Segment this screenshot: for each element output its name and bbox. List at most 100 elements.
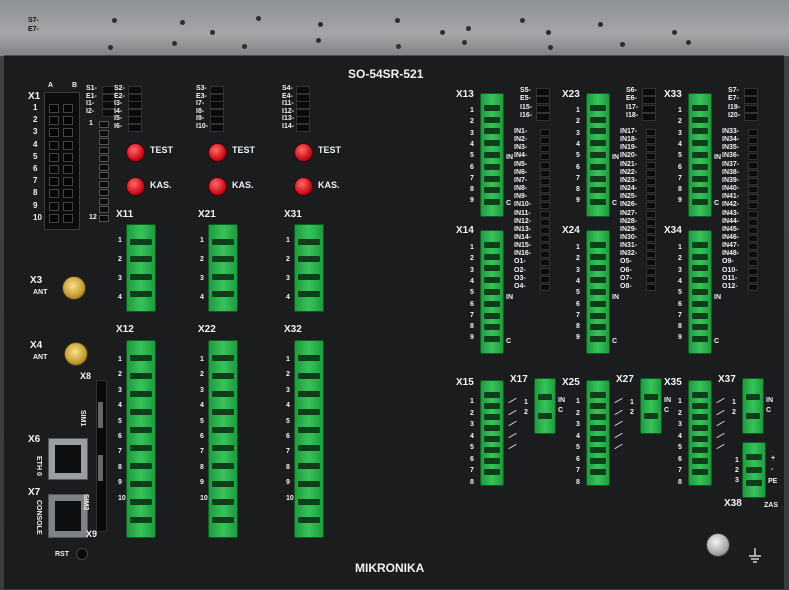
connector-row-number: 2 (118, 371, 122, 379)
terminal-block-X17[interactable] (534, 378, 556, 434)
dip-switch[interactable] (642, 96, 656, 105)
connector-row-number: 2 (286, 371, 290, 379)
terminal-block-X15[interactable] (480, 380, 504, 486)
x1-pin-a (49, 189, 59, 199)
dip-switch[interactable] (744, 96, 758, 105)
connector-label: X31 (284, 209, 302, 220)
x1-side-pin (99, 180, 109, 188)
terminal-block-X37[interactable] (742, 378, 764, 434)
input-indicator (540, 202, 550, 210)
terminal-block-X35[interactable] (688, 380, 712, 486)
terminal-block-X32[interactable] (294, 340, 324, 538)
x38-pe: PE (768, 478, 778, 485)
kas-indicator[interactable] (294, 177, 313, 196)
terminal-block-X11[interactable] (126, 224, 156, 312)
connector-row-number: 5 (200, 417, 204, 425)
input-indicator (646, 275, 656, 283)
input-label: IN30- (620, 233, 638, 241)
terminal-block-X13[interactable] (480, 93, 504, 217)
x1-pin-b (63, 128, 73, 138)
terminal-block-X27[interactable] (640, 378, 662, 434)
dip-switch[interactable] (210, 123, 224, 132)
dip-switch[interactable] (744, 88, 758, 96)
terminal-screw (692, 424, 708, 431)
dip-switch[interactable] (642, 112, 656, 121)
vent-hole (395, 18, 400, 23)
input-label: O9- (722, 258, 734, 266)
dip-switch[interactable] (296, 123, 310, 132)
terminal-block-X23[interactable] (586, 93, 610, 217)
input-indicator (540, 186, 550, 194)
connector-row-number: 1 (524, 399, 528, 406)
dip-switch[interactable] (536, 112, 550, 121)
terminal-block-X33[interactable] (688, 93, 712, 217)
sim1-latch[interactable] (98, 402, 103, 428)
connector-row-number: 8 (470, 323, 474, 331)
dip-switch[interactable] (536, 104, 550, 113)
switch-label: I16- (520, 111, 533, 119)
antenna-connector-x3[interactable] (62, 276, 86, 300)
console-port[interactable] (48, 494, 88, 538)
switch-label: I8- (196, 107, 205, 115)
connector-row-number: 5 (470, 152, 474, 160)
dip-switch[interactable] (642, 104, 656, 113)
connector-row-number: 6 (118, 433, 122, 440)
ethernet-port-eth0[interactable] (48, 438, 88, 480)
corner-label-s7: S7- (28, 17, 39, 24)
terminal-block-X21[interactable] (208, 224, 238, 312)
terminal-block-X22[interactable] (208, 340, 238, 538)
kas-label: KAS. (150, 180, 172, 190)
dip-switch[interactable] (642, 88, 656, 96)
dip-switch[interactable] (536, 88, 550, 96)
connector-row-number: 4 (286, 294, 290, 301)
dip-switch[interactable] (102, 108, 116, 117)
terminal-screw (212, 238, 234, 245)
input-indicator (646, 243, 656, 251)
switch-label: I19- (728, 103, 741, 111)
input-label: IN14- (514, 233, 532, 241)
connector-row-number: 3 (678, 421, 682, 428)
kas-indicator[interactable] (208, 177, 227, 196)
terminal-screw (484, 187, 500, 194)
dip-switch[interactable] (128, 123, 142, 132)
test-button[interactable] (208, 143, 227, 162)
input-indicator (646, 177, 656, 185)
reset-button[interactable] (76, 548, 88, 560)
connector-row-number: 3 (118, 386, 122, 394)
terminal-block-X24[interactable] (586, 230, 610, 354)
dip-switch[interactable] (744, 104, 758, 113)
switch-label: I2- (86, 107, 95, 115)
switch-label: S1- (86, 85, 97, 92)
terminal-screw (692, 163, 708, 170)
x1-pin-a (49, 152, 59, 162)
input-indicator (748, 243, 758, 251)
terminal-block-X25[interactable] (586, 380, 610, 486)
in-label: IN (766, 397, 773, 404)
connector-row-number: 9 (470, 197, 474, 205)
kas-indicator[interactable] (126, 177, 145, 196)
dip-switch[interactable] (536, 96, 550, 105)
vent-hole (256, 16, 261, 21)
connector-row-number: 6 (286, 433, 290, 440)
input-label: IN1- (514, 128, 528, 135)
terminal-block-X38[interactable] (742, 442, 766, 498)
terminal-block-X31[interactable] (294, 224, 324, 312)
connector-row-number: 5 (576, 444, 580, 451)
dip-switch[interactable] (744, 112, 758, 121)
switch-label: I11- (282, 100, 294, 107)
sim2-latch[interactable] (98, 455, 103, 481)
terminal-screw (130, 355, 152, 361)
input-label: IN34- (722, 136, 740, 144)
test-button[interactable] (294, 143, 313, 162)
switch-label: E4- (282, 92, 293, 100)
terminal-block-X12[interactable] (126, 340, 156, 538)
grounding-screw[interactable] (706, 533, 730, 557)
terminal-screw (692, 300, 708, 307)
connector-row-number: 4 (576, 432, 580, 440)
test-button[interactable] (126, 143, 145, 162)
input-label: IN39- (722, 176, 740, 184)
terminal-block-X14[interactable] (480, 230, 504, 354)
vent-hole (396, 44, 401, 49)
antenna-connector-x4[interactable] (64, 342, 88, 366)
terminal-block-X34[interactable] (688, 230, 712, 354)
